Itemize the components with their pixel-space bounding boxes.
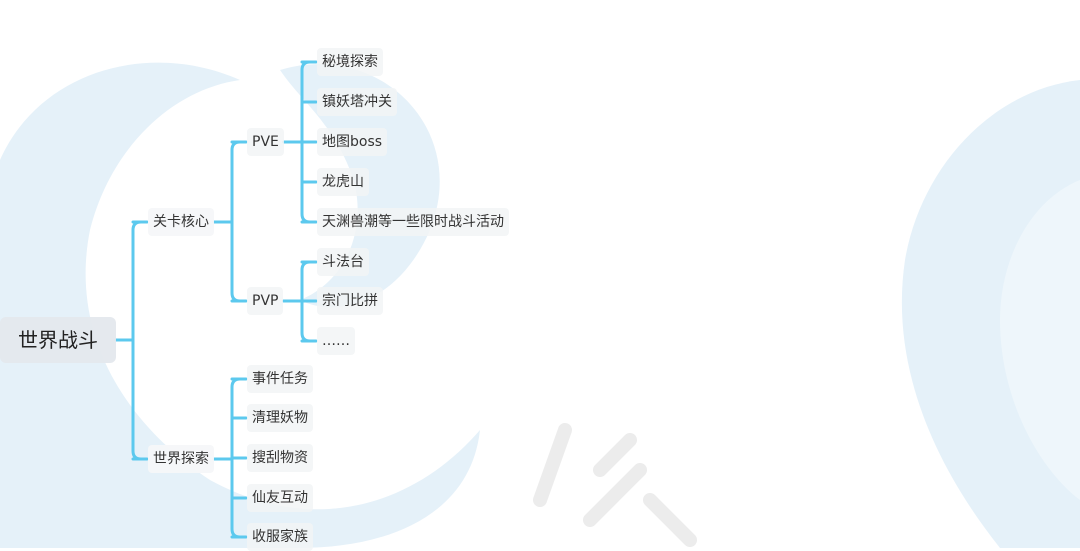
link-explore	[212, 377, 248, 539]
leaf-pve-2[interactable]: 镇妖塔冲关	[317, 88, 397, 116]
branch-world-explore[interactable]: 世界探索	[148, 445, 214, 473]
leaf-explore-2[interactable]: 清理妖物	[247, 404, 313, 432]
leaf-pvp-3[interactable]: ……	[317, 327, 355, 355]
link-level-core	[212, 140, 248, 303]
leaf-pvp-2[interactable]: 宗门比拼	[317, 287, 383, 315]
root-node[interactable]: 世界战斗	[0, 317, 116, 363]
leaf-pve-1[interactable]: 秘境探索	[317, 48, 383, 76]
node-pve[interactable]: PVE	[247, 128, 284, 156]
branch-level-core[interactable]: 关卡核心	[148, 208, 214, 236]
leaf-pve-5[interactable]: 天渊兽潮等一些限时战斗活动	[317, 208, 509, 236]
leaf-explore-5[interactable]: 收服家族	[247, 523, 313, 551]
leaf-explore-3[interactable]: 搜刮物资	[247, 444, 313, 472]
node-pvp[interactable]: PVP	[247, 287, 284, 315]
leaf-pve-4[interactable]: 龙虎山	[317, 168, 369, 196]
link-pvp	[281, 260, 318, 343]
leaf-pvp-1[interactable]: 斗法台	[317, 248, 369, 276]
leaf-explore-1[interactable]: 事件任务	[247, 365, 313, 393]
leaf-explore-4[interactable]: 仙友互动	[247, 484, 313, 512]
link-root	[114, 220, 149, 461]
link-pve	[282, 60, 318, 224]
leaf-pve-3[interactable]: 地图boss	[317, 128, 388, 156]
